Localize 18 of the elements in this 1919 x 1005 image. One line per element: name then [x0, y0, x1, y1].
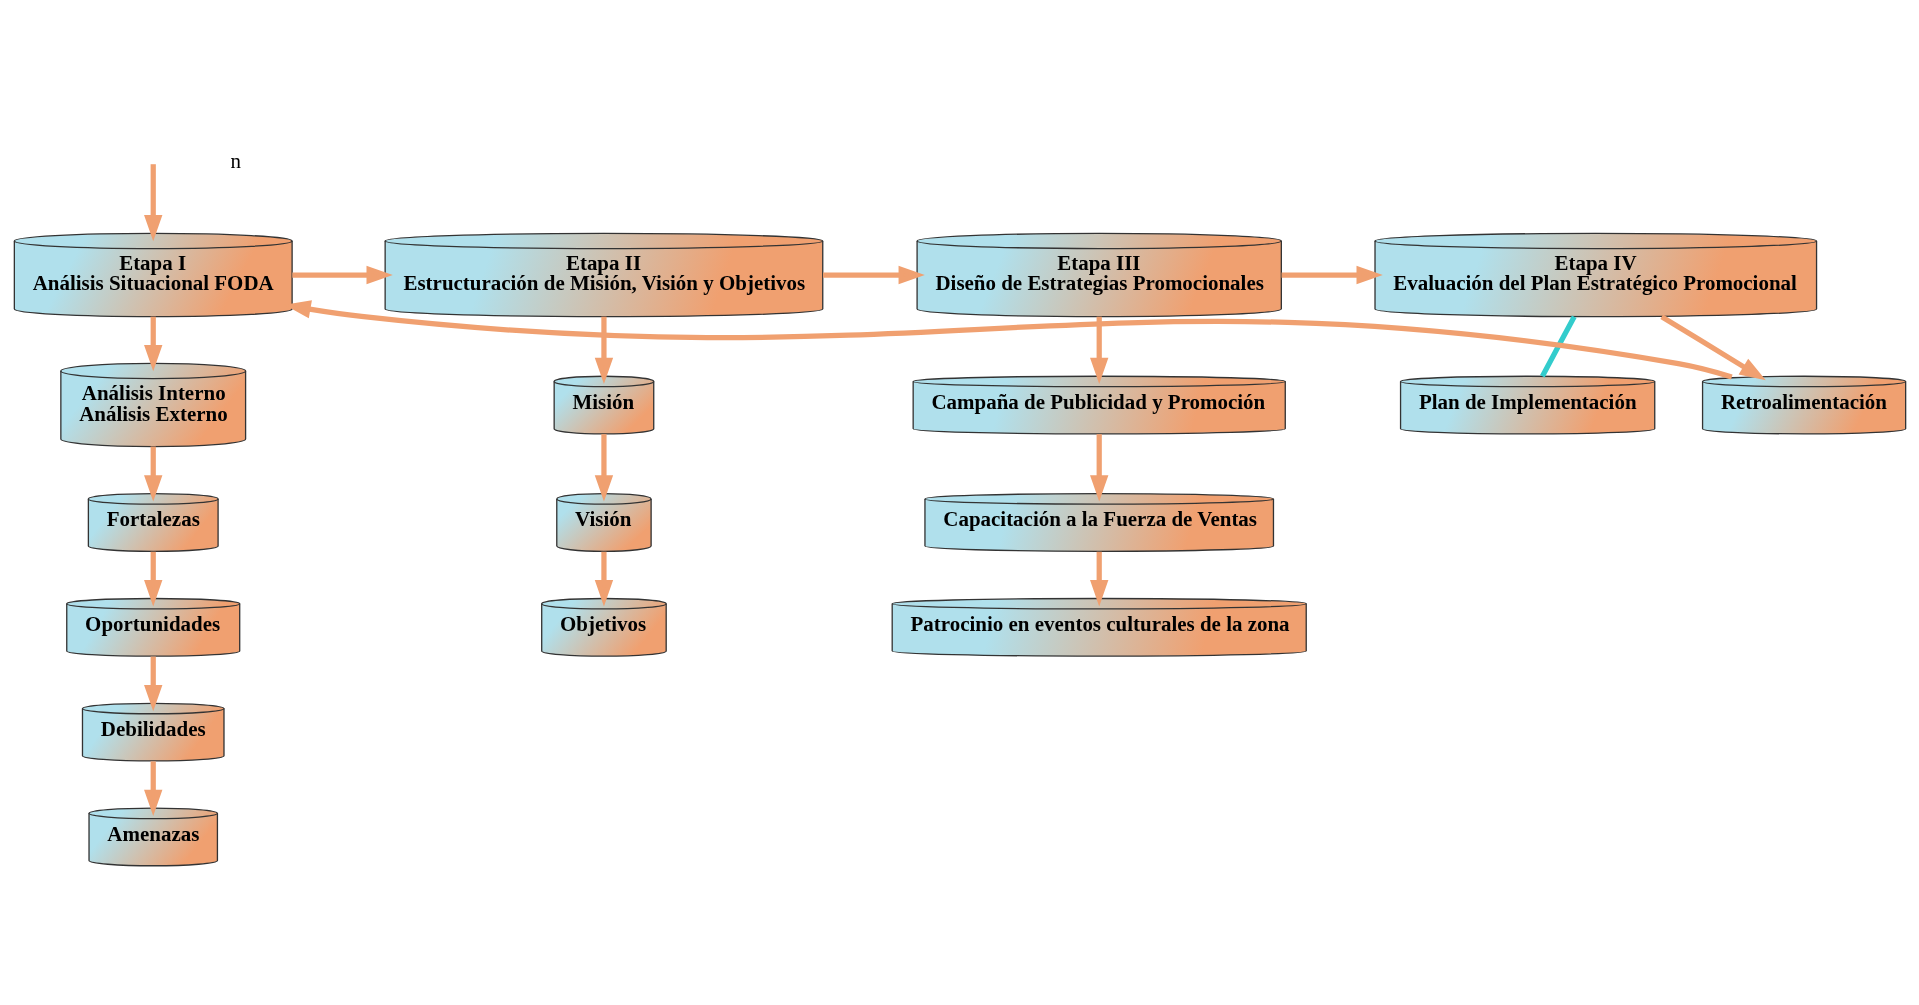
arrow [143, 656, 162, 712]
arrow [1089, 551, 1108, 607]
arrow [822, 265, 925, 285]
arrow [143, 446, 162, 502]
arrow [143, 761, 162, 816]
arrow [291, 265, 393, 285]
arrow [594, 551, 613, 607]
arrow [1659, 314, 1766, 381]
arrow [1089, 316, 1108, 385]
arrow [143, 164, 162, 242]
arrow [594, 434, 613, 502]
label: n [230, 148, 241, 173]
arrow [1089, 434, 1108, 502]
arrow [1281, 265, 1383, 285]
connector [1539, 315, 1577, 378]
arrow [594, 316, 613, 385]
arrow [143, 551, 162, 607]
arrow [143, 316, 162, 372]
